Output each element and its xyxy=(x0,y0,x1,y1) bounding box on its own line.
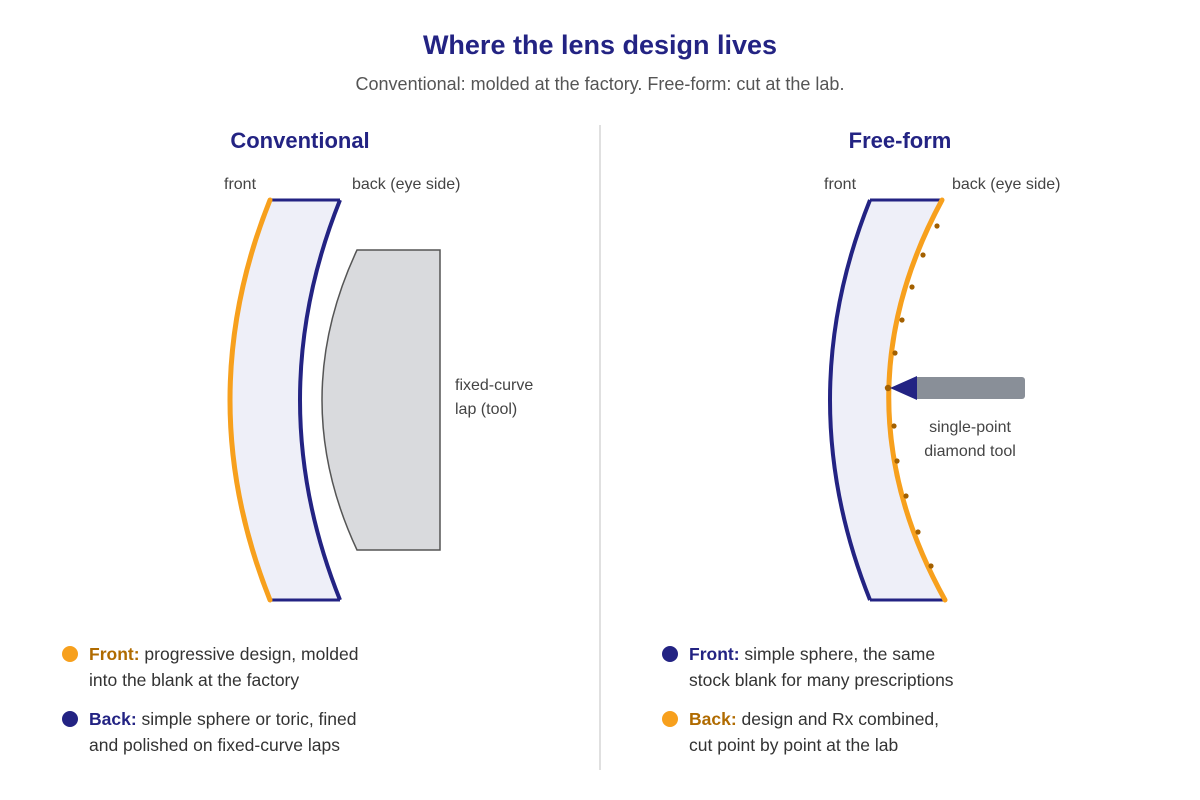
page-subtitle: Conventional: molded at the factory. Fre… xyxy=(355,74,845,94)
diamond-tool-label-line1: single-point xyxy=(929,419,1011,436)
orange-dot-icon xyxy=(662,711,678,727)
conventional-front-surface xyxy=(227,197,273,603)
freeform-panel-title: Free-form xyxy=(848,128,952,153)
conventional-legend-front: Front: progressive design, molded into t… xyxy=(62,641,482,693)
legend-term: Back: xyxy=(89,709,137,729)
navy-dot-icon xyxy=(662,646,678,662)
legend-term: Front: xyxy=(689,644,740,664)
legend-line2: and polished on fixed-curve laps xyxy=(89,735,340,755)
legend-term: Back: xyxy=(689,709,737,729)
freeform-back-label: back (eye side) xyxy=(952,176,1061,193)
navy-dot-icon xyxy=(62,711,78,727)
legend-line1: simple sphere or toric, fined xyxy=(141,709,357,729)
freeform-front-surface xyxy=(828,199,872,601)
freeform-legend-front: Front: simple sphere, the same stock bla… xyxy=(662,641,1082,693)
orange-dot-icon xyxy=(62,646,78,662)
legend-line1: progressive design, molded xyxy=(144,644,359,664)
legend-line1: simple sphere, the same xyxy=(744,644,936,664)
conventional-lens xyxy=(227,197,342,603)
conventional-back-surface xyxy=(298,199,342,601)
lap-label-line2: lap (tool) xyxy=(455,401,518,418)
diamond-tool xyxy=(890,376,1025,400)
panel-divider xyxy=(599,125,601,770)
lap-label-line1: fixed-curve xyxy=(455,377,534,394)
diamond-tool-label: single-point diamond tool xyxy=(900,416,1040,464)
cut-path-dots xyxy=(884,223,940,569)
conventional-legend-back: Back: simple sphere or toric, fined and … xyxy=(62,706,482,758)
freeform-lens xyxy=(828,197,948,603)
freeform-back-surface xyxy=(886,197,948,603)
conventional-front-label: front xyxy=(224,176,257,193)
conventional-back-label: back (eye side) xyxy=(352,176,461,193)
diamond-tool-label-line2: diamond tool xyxy=(924,443,1016,460)
legend-line2: stock blank for many prescriptions xyxy=(689,670,954,690)
page-title: Where the lens design lives xyxy=(422,30,778,60)
freeform-legend-back: Back: design and Rx combined, cut point … xyxy=(662,706,1082,758)
conventional-panel-title: Conventional xyxy=(230,128,370,153)
legend-line2: into the blank at the factory xyxy=(89,670,300,690)
lap-label: fixed-curve lap (tool) xyxy=(455,374,533,422)
fixed-curve-lap xyxy=(321,249,441,551)
legend-line1: design and Rx combined, xyxy=(741,709,940,729)
legend-line2: cut point by point at the lab xyxy=(689,735,899,755)
freeform-front-label: front xyxy=(824,176,857,193)
legend-term: Front: xyxy=(89,644,140,664)
